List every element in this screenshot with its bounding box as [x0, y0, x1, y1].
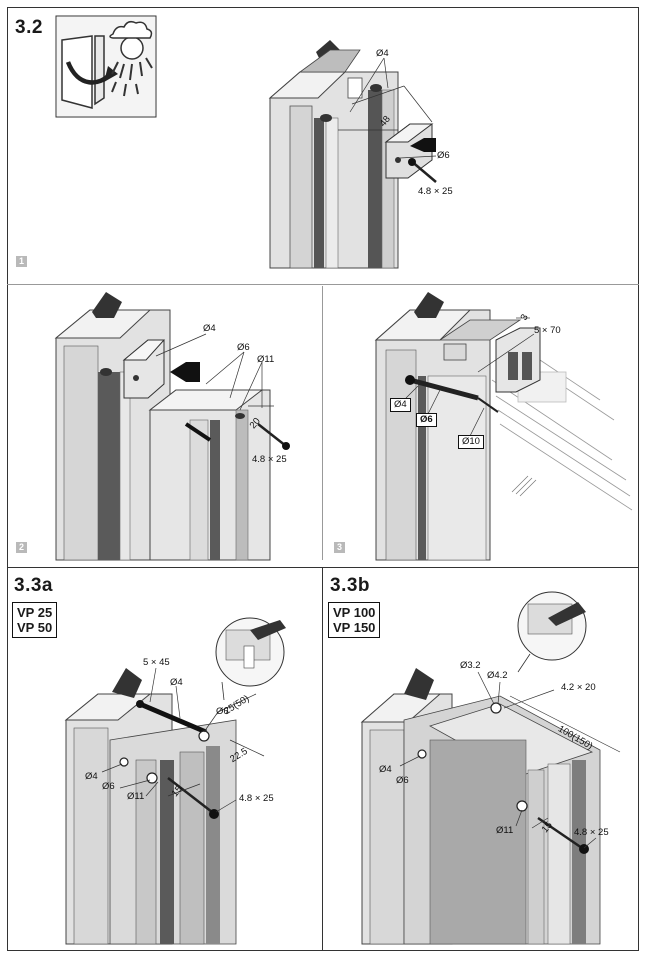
panel-1-profile	[268, 40, 399, 269]
panel-b-profile	[360, 668, 601, 945]
p2-label-screw: 4.8 × 25	[252, 454, 287, 465]
pb-label-d3-2: Ø3.2	[460, 660, 481, 671]
divider-top	[7, 284, 639, 285]
p2-label-d11: Ø11	[257, 354, 275, 365]
variant-box-3-3b: VP 100 VP 150	[328, 602, 381, 638]
p1-label-d4: Ø4	[376, 48, 389, 59]
variant-label: VP 150	[333, 620, 376, 635]
pa-label-d11: Ø11	[127, 791, 145, 802]
panel-1-screw	[408, 158, 437, 183]
panel-b-detail-circle	[517, 591, 587, 673]
p1-label-screw: 4.8 × 25	[418, 186, 453, 197]
panel-3-screw	[405, 375, 499, 413]
step-badge-1: 1	[16, 256, 27, 267]
p2-label-d4: Ø4	[203, 323, 216, 334]
panel-2-second-profile	[148, 389, 271, 561]
divider-panel-a-b	[322, 567, 323, 951]
panel-1-connector-block	[384, 123, 436, 179]
pa-label-d6: Ø6	[102, 781, 115, 792]
page-frame	[7, 7, 639, 951]
pb-label-d4-2: Ø4.2	[487, 670, 508, 681]
panel-b-leader-lines	[399, 671, 621, 849]
panel-b-screw	[537, 816, 589, 854]
pb-label-screw: 4.8 × 25	[574, 827, 609, 838]
panel-3-leader-lines	[405, 317, 535, 437]
panel-3-connector	[495, 327, 541, 393]
pa-label-screw: 4.8 × 25	[239, 793, 274, 804]
step-badge-2: 2	[16, 542, 27, 553]
section-title-3-3a: 3.3a	[14, 575, 53, 596]
p3-label-d10: Ø10	[458, 435, 484, 449]
panel-3-profile	[374, 292, 522, 561]
section-title-3-2: 3.2	[15, 17, 43, 38]
pb-label-d11: Ø11	[496, 825, 514, 836]
divider-panel-2-3	[322, 286, 323, 560]
p3-label-d4: Ø4	[390, 398, 411, 412]
weather-icon	[55, 15, 157, 118]
divider-middle	[7, 567, 639, 568]
panel-2-screw	[257, 423, 290, 450]
p3-label-d6: Ø6	[416, 413, 437, 427]
panel-2-leader-lines	[155, 333, 274, 411]
p1-label-d6: Ø6	[437, 150, 450, 161]
pa-label-d6-top: Ø6	[216, 706, 229, 717]
panel-a-detail-circle	[215, 617, 286, 701]
panel-3-glass-marks	[511, 475, 537, 497]
panel-a-leader-lines	[101, 667, 265, 813]
pb-label-d6: Ø6	[396, 775, 409, 786]
p3-label-screw: 5 × 70	[534, 325, 561, 336]
panel-2-connector-block	[122, 339, 200, 399]
variant-label: VP 25	[17, 605, 53, 620]
pa-label-screw-top: 5 × 45	[143, 657, 170, 668]
p2-label-d6: Ø6	[237, 342, 250, 353]
panel-1-leader-lines	[338, 57, 437, 159]
pb-label-d4: Ø4	[379, 764, 392, 775]
pa-label-d4-top: Ø4	[170, 677, 183, 688]
variant-box-3-3a: VP 25 VP 50	[12, 602, 58, 638]
section-title-3-3b: 3.3b	[330, 575, 371, 596]
pa-label-d4: Ø4	[85, 771, 98, 782]
pb-label-screw-top: 4.2 × 20	[561, 682, 596, 693]
variant-label: VP 50	[17, 620, 53, 635]
variant-label: VP 100	[333, 605, 376, 620]
step-badge-3: 3	[334, 542, 345, 553]
